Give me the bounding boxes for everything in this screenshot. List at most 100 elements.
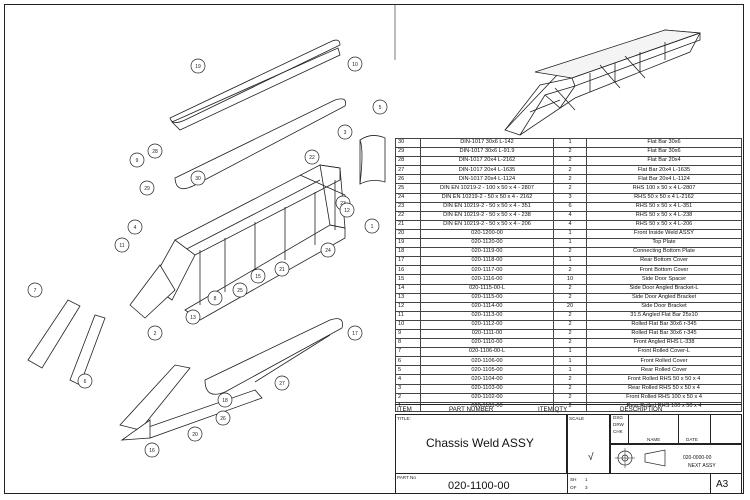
- bom-item-cell: 10: [395, 319, 421, 330]
- bom-item-cell: 30: [395, 137, 421, 149]
- approvals-divider: [628, 414, 629, 444]
- sheet-number: 1: [585, 477, 588, 482]
- rolled-flat-bar-part: [174, 98, 346, 190]
- bom-description-cell: Front Bottom Cover: [586, 265, 742, 276]
- bom-part-cell: 020-1105-00: [420, 365, 554, 376]
- svg-text:27: 27: [279, 381, 285, 387]
- svg-text:2: 2: [154, 331, 157, 337]
- bom-item-cell: 9: [395, 328, 421, 340]
- svg-text:30: 30: [195, 176, 201, 182]
- bom-part-cell: 020-1114-00: [420, 301, 554, 312]
- bom-item-cell: 13: [395, 292, 421, 303]
- drawing-title: Chassis Weld ASSY: [426, 436, 534, 450]
- bom-part-cell: 020-1115-00-L: [420, 283, 554, 294]
- bom-description-cell: Rolled Flat Bar 30x6 r-345: [586, 328, 742, 340]
- approvals-divider: [710, 414, 711, 444]
- bom-qty-cell: 3: [553, 192, 587, 203]
- bom-part-cell: DIN EN 10219-2 - 50 x 50 x 4 - 206: [420, 219, 554, 230]
- of-label: OF: [570, 485, 577, 490]
- bom-qty-cell: 4: [553, 210, 587, 221]
- bom-description-cell: RHS 50 x 50 x 4 L-238: [586, 210, 742, 221]
- bom-part-cell: DIN-1017 20x4 L-2162: [420, 156, 554, 167]
- bom-part-cell: DIN-1017 30x6 L-142: [420, 137, 554, 149]
- bom-item-cell: 28: [395, 156, 421, 167]
- svg-text:11: 11: [119, 243, 124, 249]
- bom-description-cell: Side Door Bracket: [586, 301, 742, 312]
- bom-header-item: ITEM: [397, 406, 412, 413]
- bom-qty-cell: 4: [553, 219, 587, 230]
- bom-qty-cell: 1: [553, 256, 587, 267]
- bom-description-cell: Flat Bar 20x4 L-1124: [586, 174, 742, 185]
- bom-description-cell: Flat Bar 20x4 L-1635: [586, 165, 742, 176]
- svg-text:4: 4: [134, 225, 137, 231]
- bom-qty-cell: 1: [553, 228, 587, 240]
- bom-description-cell: RHS 50 x 50 x 4 L-351: [586, 201, 742, 212]
- bom-description-cell: Rear Rolled RHS 50 x 50 x 4: [586, 383, 742, 394]
- bom-part-cell: 020-1110-00: [420, 338, 554, 349]
- bom-qty-cell: 2: [553, 147, 587, 158]
- bom-part-cell: DIN-1017 20x4 L-1635: [420, 165, 554, 176]
- bom-item-cell: 16: [395, 265, 421, 276]
- svg-text:5: 5: [379, 105, 382, 111]
- bom-qty-cell: 2: [553, 374, 587, 385]
- svg-text:20: 20: [192, 432, 198, 438]
- bom-item-cell: 7: [395, 347, 421, 358]
- svg-text:15: 15: [255, 274, 261, 280]
- bom-part-cell: 020-1115-00: [420, 292, 554, 303]
- bom-item-cell: 11: [395, 310, 421, 321]
- part-number: 020-1100-00: [448, 480, 510, 492]
- projection-cell: [610, 444, 742, 474]
- front-rolled-cover-part: [27, 299, 106, 386]
- bom-qty-cell: 1: [553, 365, 587, 376]
- drw-label: DRW: [613, 422, 624, 427]
- bom-part-cell: DIN EN 10219-2 - 50 x 50 x 4 - 351: [420, 201, 554, 212]
- dsg-label: DSG: [613, 415, 623, 420]
- bom-item-cell: 18: [395, 247, 421, 258]
- bom-part-cell: 020-1106-00-L: [420, 347, 554, 358]
- bom-part-cell: DIN EN 10219-2 - 50 x 50 x 4 - 2162: [420, 192, 554, 203]
- part-balloons: 19 10 5 3 22 23 12 1 9 28 29 30 4 11 21 …: [27, 56, 388, 458]
- bom-qty-cell: 6: [553, 201, 587, 212]
- title-cell: [395, 414, 567, 474]
- bom-description-cell: 31.5 Angled Flat Bar 25x10: [586, 310, 742, 321]
- bom-item-cell: 6: [395, 356, 421, 367]
- bom-description-cell: Flat Bar 30x6: [586, 137, 742, 149]
- bom-item-cell: 19: [395, 238, 421, 249]
- bom-part-cell: DIN-1017 20x4 L-1124: [420, 174, 554, 185]
- bom-part-cell: 020-1117-00: [420, 265, 554, 276]
- bom-qty-cell: 1: [553, 238, 587, 249]
- bom-part-cell: 020-1103-00: [420, 383, 554, 394]
- chassis-frame-part: [129, 164, 346, 321]
- assembled-isometric-view: [504, 29, 701, 136]
- bom-item-cell: 25: [395, 183, 421, 194]
- scale-cell: [567, 414, 610, 474]
- title-label: TITLE:: [397, 416, 411, 421]
- sheet-divider: [567, 474, 568, 494]
- rear-rolled-cover-part: [359, 135, 386, 185]
- bom-qty-cell: 2: [553, 383, 587, 394]
- bom-description-cell: RHS 50 x 50 x 4 L-2162: [586, 192, 742, 203]
- bom-qty-cell: 1: [553, 137, 587, 149]
- bom-description-cell: Flat Bar 30x6: [586, 147, 742, 158]
